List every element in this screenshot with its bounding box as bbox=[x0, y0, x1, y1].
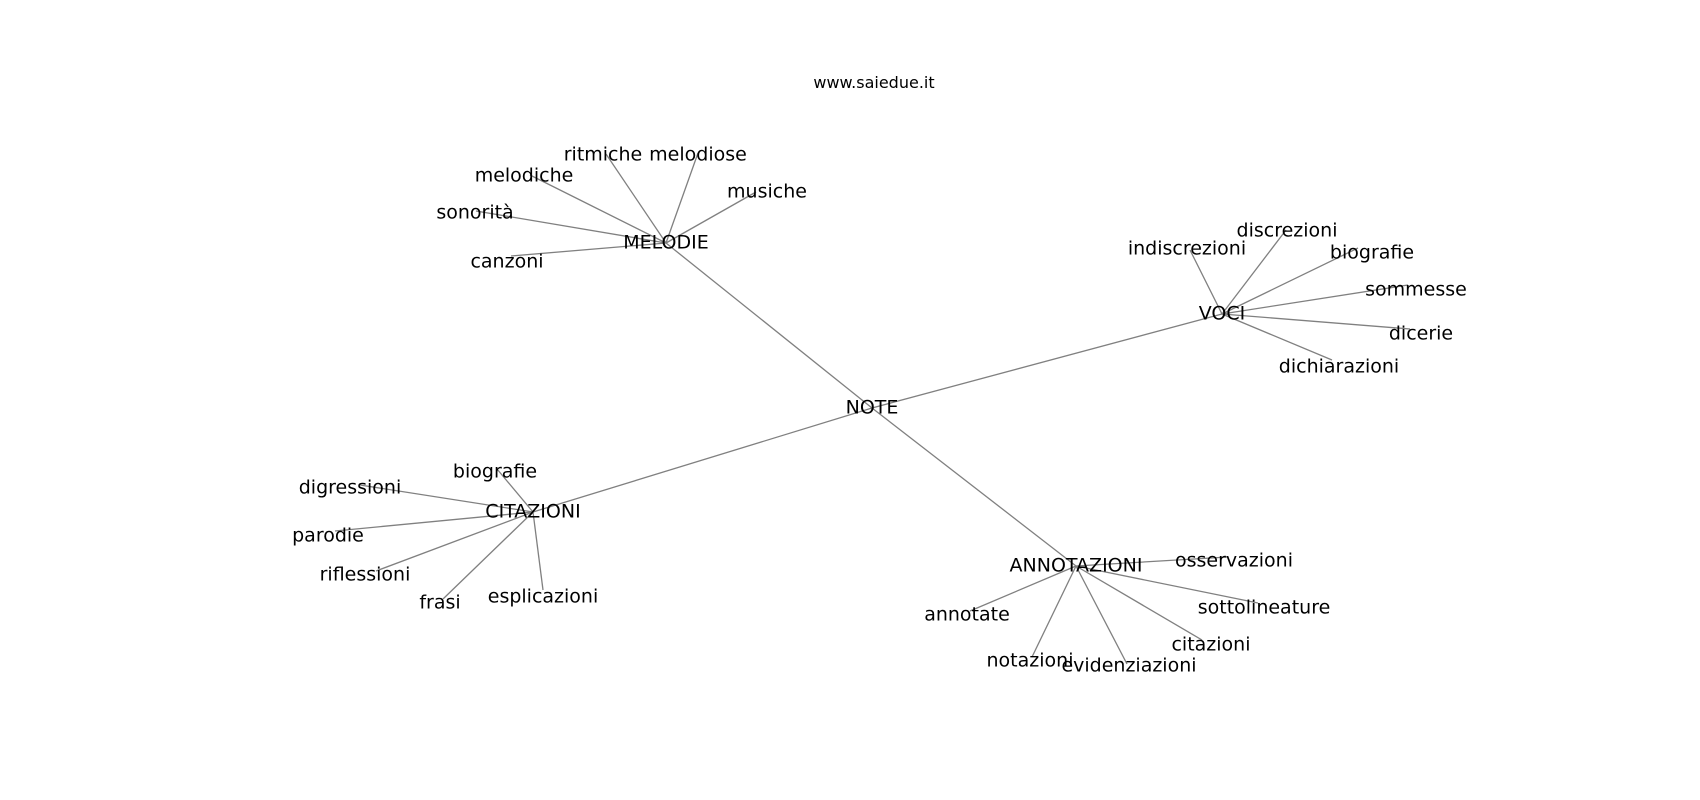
edge-annotazioni-sottolineature bbox=[1075, 565, 1259, 604]
leaf-node-citazioni-leaf: citazioni bbox=[1171, 634, 1250, 656]
edge-melodie-ritmiche bbox=[605, 153, 667, 244]
edge-citazioni-group-biografie-citazioni bbox=[496, 468, 534, 513]
edge-melodie-canzoni bbox=[510, 242, 667, 257]
leaf-node-biografie-voci: biografie bbox=[1330, 242, 1414, 264]
edge-citazioni-group-frasi bbox=[442, 511, 534, 600]
leaf-node-biografie-citazioni: biografie bbox=[453, 461, 537, 483]
leaf-node-riflessioni: riflessioni bbox=[320, 564, 411, 586]
group-node-voci: VOCI bbox=[1199, 303, 1246, 325]
edge-root-voci bbox=[871, 313, 1223, 409]
leaf-node-discrezioni: discrezioni bbox=[1237, 220, 1338, 242]
root-node-label: NOTE bbox=[846, 397, 899, 419]
leaf-node-evidenziazioni: evidenziazioni bbox=[1061, 655, 1196, 677]
edge-root-citazioni-group bbox=[532, 407, 873, 513]
leaf-node-melodiche: melodiche bbox=[475, 165, 574, 187]
edge-voci-biografie-voci bbox=[1221, 247, 1359, 315]
edge-melodie-sonorita bbox=[475, 210, 667, 244]
leaf-node-parodie: parodie bbox=[292, 525, 364, 547]
edge-root-melodie bbox=[665, 242, 873, 409]
edge-melodie-melodiche bbox=[529, 174, 667, 244]
edge-annotazioni-annotate bbox=[969, 565, 1077, 612]
edge-melodie-musiche bbox=[665, 191, 757, 244]
leaf-node-dicerie: dicerie bbox=[1389, 323, 1453, 345]
leaf-node-esplicazioni: esplicazioni bbox=[488, 586, 599, 608]
edge-annotazioni-evidenziazioni bbox=[1075, 565, 1128, 665]
edge-root-annotazioni bbox=[871, 407, 1077, 567]
leaf-node-dichiarazioni: dichiarazioni bbox=[1279, 356, 1399, 378]
leaf-node-osservazioni: osservazioni bbox=[1175, 550, 1293, 572]
leaf-node-sommesse: sommesse bbox=[1365, 279, 1467, 301]
edge-annotazioni-notazioni bbox=[1031, 565, 1077, 658]
edge-citazioni-group-riflessioni bbox=[375, 511, 534, 572]
group-node-melodie: MELODIE bbox=[623, 232, 709, 254]
edge-citazioni-group-digressioni bbox=[359, 484, 534, 513]
leaf-node-sonorita: sonorità bbox=[436, 202, 513, 224]
edge-voci-dichiarazioni bbox=[1221, 313, 1333, 361]
group-node-citazioni-group: CITAZIONI bbox=[485, 501, 580, 523]
site-label: www.saiedue.it bbox=[813, 73, 934, 92]
node-labels: NOTE MELODIE ritmiche melodiose melodiche mus… bbox=[292, 144, 1467, 677]
leaf-node-melodiose: melodiose bbox=[649, 144, 747, 166]
edge-citazioni-group-esplicazioni bbox=[532, 511, 544, 591]
edge-voci-dicerie bbox=[1221, 313, 1411, 330]
leaf-node-frasi: frasi bbox=[419, 592, 460, 614]
edge-annotazioni-citazioni-leaf bbox=[1075, 565, 1203, 641]
edges bbox=[334, 152, 1411, 665]
edge-voci-indiscrezioni bbox=[1189, 249, 1223, 315]
leaf-node-digressioni: digressioni bbox=[299, 477, 402, 499]
leaf-node-annotate: annotate bbox=[924, 604, 1010, 626]
leaf-node-notazioni: notazioni bbox=[987, 650, 1074, 672]
edge-voci-sommesse bbox=[1221, 284, 1409, 315]
edge-annotazioni-osservazioni bbox=[1075, 556, 1229, 567]
edge-melodie-melodiose bbox=[665, 152, 699, 244]
leaf-node-ritmiche: ritmiche bbox=[564, 144, 643, 166]
leaf-node-indiscrezioni: indiscrezioni bbox=[1128, 238, 1246, 260]
leaf-node-musiche: musiche bbox=[727, 181, 807, 203]
group-node-annotazioni: ANNOTAZIONI bbox=[1010, 555, 1143, 577]
edge-voci-discrezioni bbox=[1221, 229, 1287, 315]
leaf-node-canzoni: canzoni bbox=[470, 251, 543, 273]
edge-citazioni-group-parodie bbox=[334, 511, 534, 532]
leaf-node-sottolineature: sottolineature bbox=[1198, 597, 1331, 619]
